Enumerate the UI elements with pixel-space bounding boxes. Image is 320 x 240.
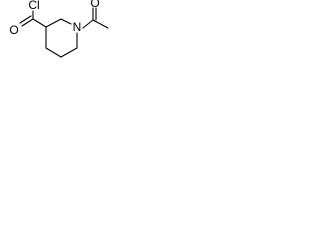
carbonyl-oxygen-label: O — [9, 23, 18, 37]
ring-bond-c2-n — [60, 18, 72, 25]
ring-bond-c3-c2 — [45, 18, 62, 28]
ring-bond-c5-c4 — [45, 47, 62, 58]
ring-bond-c6-c5 — [60, 47, 78, 58]
chlorine-label: Cl — [28, 0, 39, 12]
acetyl-oxygen-label: O — [90, 0, 99, 10]
bond-acetyl-methyl — [92, 19, 109, 29]
structure-canvas: Cl O N O — [0, 0, 116, 69]
ring-nitrogen-label: N — [73, 20, 82, 34]
double-bond-carbonyl-o-b — [19, 15, 32, 24]
double-bond-carbonyl-o-a — [21, 18, 34, 27]
molecule-diagram: Cl O N O — [9, 0, 109, 58]
bond-n-acetyl-carbon — [82, 19, 94, 29]
bond-c3-carbonyl-carbon — [32, 18, 47, 28]
